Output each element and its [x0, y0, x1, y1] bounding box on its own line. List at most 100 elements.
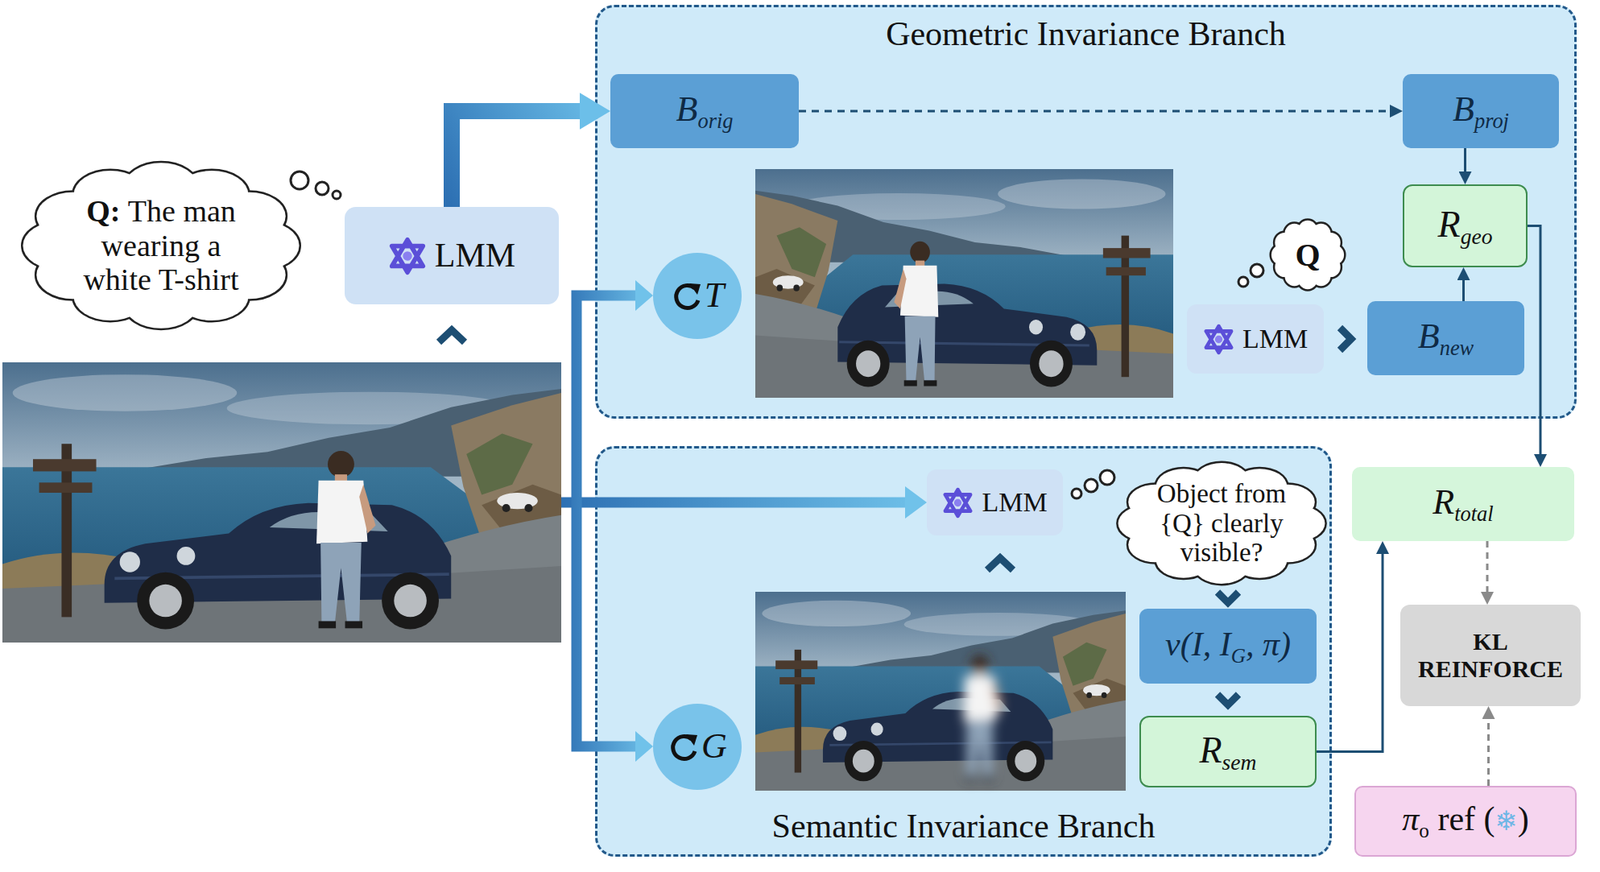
rotate-symbol [667, 731, 700, 764]
connector-arrow [451, 111, 580, 207]
node-label: Q [1294, 235, 1320, 275]
connector-arrow [1462, 280, 1465, 302]
connector-arrow [1487, 719, 1490, 786]
node-label: LMM [434, 235, 516, 276]
bbox-node: Bnew [1367, 301, 1525, 376]
thought-dot [332, 190, 341, 199]
thought-dot [1250, 264, 1264, 278]
node-label: LMM [1242, 322, 1308, 356]
branch-panel: Geometric Invariance BranchBorigBprojRge… [595, 4, 1577, 419]
masked-photo [755, 591, 1126, 791]
node-label: Bproj [1452, 88, 1510, 135]
branch-panel: Semantic Invariance Branch LMM Object from… [595, 446, 1332, 857]
reference-box: πo ref (❄) [1354, 785, 1577, 857]
lmm-box: LMM [926, 469, 1063, 536]
thought-cloud: Object from {Q} clearly visible? [1116, 460, 1328, 587]
reward-box: Rsem [1139, 715, 1317, 788]
node-label: KL REINFORCE [1409, 628, 1572, 683]
node-label: G [701, 725, 728, 769]
node-label: πo ref (❄) [1401, 798, 1529, 844]
connector-arrow [1486, 541, 1489, 592]
label-text: v(I, I [1165, 625, 1232, 663]
label-text: R [1438, 203, 1461, 245]
node-label: Rsem [1198, 727, 1257, 777]
label-text: total [1454, 501, 1493, 526]
label-text: sem [1222, 749, 1257, 775]
transform-circle: G [653, 703, 742, 790]
optimizer-box: KL REINFORCE [1400, 604, 1581, 707]
question-cloud: Q:The man wearing a white T-shirt [20, 159, 302, 332]
image-flow-arrow [561, 497, 907, 509]
node-label: Bnew [1418, 315, 1474, 362]
lmm-box: LMM [1186, 304, 1324, 374]
label-text: B [1452, 89, 1475, 129]
label-text: Geometric Invariance Branch [885, 15, 1286, 53]
thought-cloud: Q [1270, 219, 1345, 291]
label-text: T [704, 275, 724, 315]
label-text: R [1432, 482, 1455, 522]
node-label: Rgeo [1438, 202, 1493, 251]
label-text: geo [1460, 223, 1493, 249]
node-label: Geometric Invariance Branch [885, 13, 1286, 54]
label-text: ❄ [1495, 805, 1518, 837]
label-text: Q [1294, 236, 1320, 273]
transformed-photo [755, 169, 1174, 398]
label-text: B [676, 89, 699, 129]
label-text: orig [697, 108, 733, 133]
thought-dot [1071, 488, 1082, 499]
bbox-node: Bproj [1402, 74, 1559, 149]
thought-dot [1238, 277, 1249, 287]
up-chevron [438, 330, 465, 343]
lmm-logo [942, 487, 974, 519]
label-text: proj [1474, 108, 1510, 133]
label-text: ) [1517, 800, 1530, 838]
label-text: KL REINFORCE [1418, 628, 1563, 683]
label-text: new [1439, 335, 1475, 360]
verifier-box: v(I, IG, π) [1139, 608, 1317, 684]
thought-dot [315, 181, 329, 195]
label-text: R [1198, 729, 1222, 771]
connector-arrow [1463, 148, 1467, 172]
thought-dot [1084, 479, 1098, 492]
label-text: o [1418, 819, 1430, 842]
label-text: Object from {Q} clearly visible? [1157, 479, 1286, 568]
cloud-outline [1270, 219, 1345, 291]
label-text: G [701, 726, 728, 766]
transform-circle: T [653, 252, 742, 340]
lmm-logo [1203, 323, 1235, 356]
label-text: B [1418, 316, 1440, 356]
lmm-logo [388, 236, 427, 276]
cloud-outline [1116, 460, 1328, 587]
label-text: π [1401, 800, 1419, 838]
node-label: Object from {Q} clearly visible? [1139, 479, 1305, 569]
blurred-person [963, 654, 1004, 781]
input-photo-person [316, 450, 376, 629]
node-label: v(I, IG, π) [1165, 624, 1291, 669]
node-label: Q:The man wearing a white T-shirt [67, 194, 255, 298]
node-label: T [704, 274, 724, 318]
reward-box: Rtotal [1351, 467, 1575, 542]
node-label: Semantic Invariance Branch [772, 806, 1156, 847]
label-text: LMM [1242, 323, 1308, 354]
rotate-symbol [670, 280, 703, 313]
node-label: LMM [981, 486, 1047, 520]
label-text: LMM [434, 236, 516, 274]
thought-dot [1099, 470, 1115, 485]
label-text: G [1231, 644, 1246, 667]
label-text: Q: [86, 194, 120, 228]
node-label: Rtotal [1432, 481, 1493, 528]
label-text: , π) [1245, 625, 1291, 663]
node-label: Borig [676, 88, 734, 135]
input-photo [2, 362, 562, 643]
lmm-box: LMM [344, 206, 559, 305]
reward-box: Rgeo [1402, 184, 1528, 268]
label-text: ref ( [1429, 800, 1496, 838]
label-text: LMM [981, 487, 1047, 517]
label-text: Semantic Invariance Branch [772, 807, 1156, 845]
bbox-node: Borig [610, 74, 799, 149]
thought-dot [290, 171, 309, 190]
